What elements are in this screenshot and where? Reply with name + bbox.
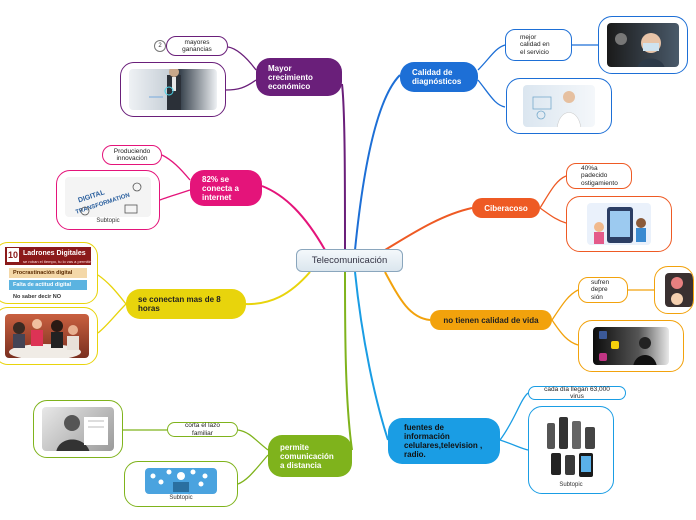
subtopic-label: Produciendo innovación <box>113 147 151 163</box>
ladrones-header: 10 Ladrones Digitales se roban el tiempo… <box>5 247 94 265</box>
subtopic-corta-lazo[interactable]: corta el lazo familiar <box>167 422 238 437</box>
subtopic-label: sufren depre sión <box>591 278 610 301</box>
central-topic[interactable]: Telecomunicación <box>296 249 403 272</box>
image-caption: Subtopic <box>169 495 193 501</box>
topic-fuentes-informacion[interactable]: fuentes de información celulares,televis… <box>388 418 500 464</box>
subtopic-ciberacoso-stat[interactable]: 40%a padecido ostigamiento <box>566 163 632 189</box>
topic-label: se conectan mas de 8 horas <box>138 295 221 313</box>
topic-conecta-internet[interactable]: 82% se conecta a internet <box>190 170 262 206</box>
topic-ocho-horas[interactable]: se conectan mas de 8 horas <box>126 289 246 319</box>
subtopic-mayores-ganancias[interactable]: mayores ganancias <box>166 36 228 56</box>
topic-label: Calidad de diagnósticos <box>412 68 462 86</box>
count-badge: 2 <box>154 40 166 52</box>
topic-label: no tienen calidad de vida <box>443 315 539 325</box>
woman-on-phone-image[interactable] <box>33 400 123 458</box>
topic-label: Ciberacoso <box>484 203 528 213</box>
cyberbullying-illustration-image[interactable] <box>566 196 672 252</box>
topic-comunicacion-distancia[interactable]: permite comunicación a distancia <box>268 435 352 477</box>
doctor-holographic-image[interactable] <box>506 78 612 134</box>
subtopic-sufren-depresion[interactable]: sufren depre sión <box>578 277 628 303</box>
topic-calidad-vida[interactable]: no tienen calidad de vida <box>430 310 552 330</box>
subtopic-mejor-calidad[interactable]: mejor calidad en el servicio <box>505 29 572 61</box>
topic-ciberacoso[interactable]: Ciberacoso <box>472 198 540 218</box>
topic-label: permite comunicación a distancia <box>280 442 334 470</box>
ladrones-subtitle: se roban el tiempo, tu lo vas a permitir… <box>23 259 94 264</box>
businessman-touchscreen-image[interactable] <box>120 62 226 117</box>
child-face-mask-image[interactable] <box>598 16 688 74</box>
subtopic-label: corta el lazo familiar <box>184 422 221 437</box>
online-network-image[interactable]: Subtopic <box>124 461 238 507</box>
image-caption: Subtopic <box>96 218 120 224</box>
cellphones-evolution-image[interactable]: Subtopic <box>528 406 614 494</box>
ladrones-row3: No saber decir NO <box>9 292 87 302</box>
ladrones-row2: Falta de actitud digital <box>9 280 87 290</box>
subtopic-virus[interactable]: cada día llegan 63,000 virus <box>528 386 626 400</box>
subtopic-label: 40%a padecido ostigamiento <box>581 164 618 187</box>
image-caption: Subtopic <box>559 482 583 488</box>
sad-faces-image[interactable] <box>654 266 694 314</box>
subtopic-label: mejor calidad en el servicio <box>520 33 550 56</box>
social-media-sad-man-image[interactable] <box>578 320 684 372</box>
subtopic-label: mayores ganancias <box>182 38 212 54</box>
topic-calidad-diagnosticos[interactable]: Calidad de diagnósticos <box>400 62 478 92</box>
subtopic-label: cada día llegan 63,000 virus <box>544 385 610 401</box>
innovation-sketch-image[interactable]: DIGITAL TRANSFORMATION Subtopic <box>56 170 160 230</box>
topic-mayor-crecimiento[interactable]: Mayor crecimiento económico <box>256 58 342 96</box>
clock-distracted-image[interactable]: 10 Ladrones Digitales se roban el tiempo… <box>0 242 98 304</box>
ladrones-row1: Procrastinación digital <box>9 268 87 278</box>
family-dinner-phones-image[interactable] <box>0 307 98 365</box>
subtopic-produciendo-innovacion[interactable]: Produciendo innovación <box>102 145 162 165</box>
topic-label: Mayor crecimiento económico <box>268 63 313 91</box>
topic-label: 82% se conecta a internet <box>202 174 239 202</box>
ladrones-title: Ladrones Digitales <box>23 250 86 257</box>
topic-label: fuentes de información celulares,televis… <box>404 423 483 459</box>
